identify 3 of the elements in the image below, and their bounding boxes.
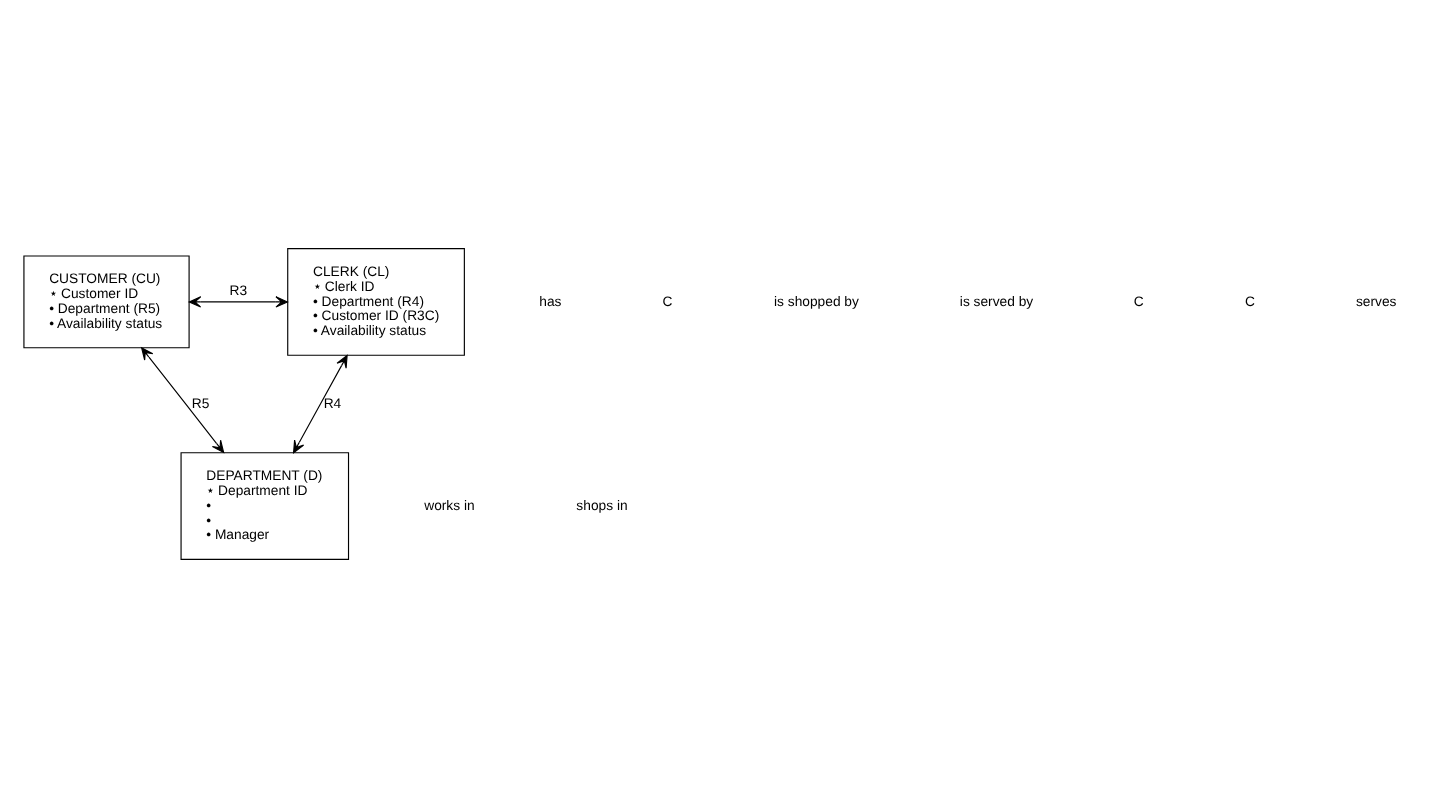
arrow bbox=[293, 355, 348, 454]
arrow bbox=[188, 296, 288, 308]
arrow bbox=[141, 347, 225, 453]
